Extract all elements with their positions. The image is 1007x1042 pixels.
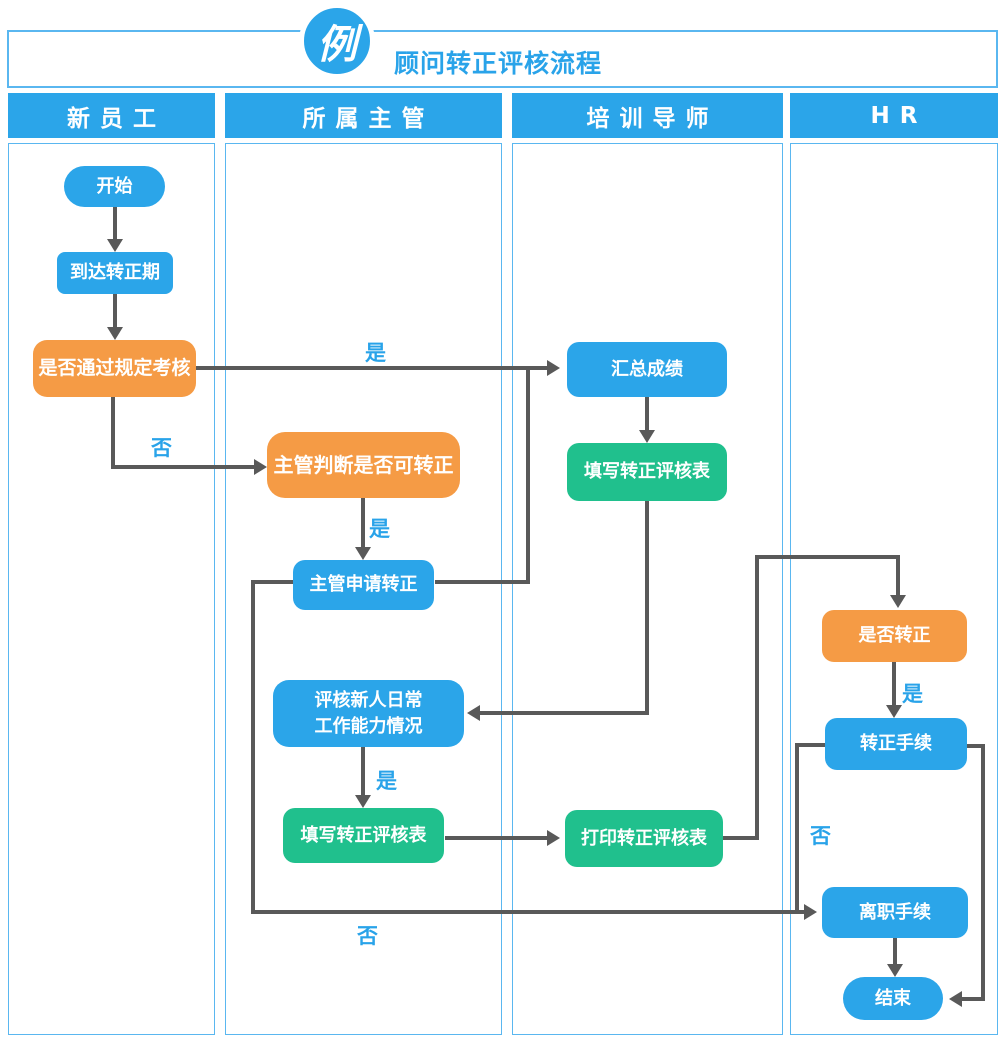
node-confirm-decision: 是否转正 [822, 610, 967, 662]
lane-header-new-employee: 新员工 [8, 93, 215, 138]
edge-label-pass-no: 否 [151, 436, 172, 460]
example-badge: 例 [299, 3, 375, 79]
edge-label-judge-yes: 是 [369, 517, 390, 541]
page-title: 顾问转正评核流程 [394, 49, 603, 78]
node-mentor-fill-form: 填写转正评核表 [567, 443, 727, 501]
node-assess-daily-ability: 评核新人日常 工作能力情况 [273, 680, 464, 747]
title-bar [7, 30, 998, 88]
node-resign-procedure: 离职手续 [822, 887, 968, 938]
node-pass-exam-decision: 是否通过规定考核 [33, 340, 196, 397]
node-supervisor-fill-form: 填写转正评核表 [283, 808, 444, 863]
lane-body-mentor [512, 143, 783, 1035]
edge-label-confirm-yes: 是 [902, 682, 923, 706]
node-supervisor-judge-decision: 主管判断是否可转正 [267, 432, 460, 498]
node-assess-line2: 工作能力情况 [314, 715, 423, 737]
node-start: 开始 [64, 166, 165, 207]
lane-header-mentor: 培训导师 [512, 93, 783, 138]
edge-label-pass-yes: 是 [365, 341, 386, 365]
edge-label-assess-yes: 是 [376, 769, 397, 793]
node-collect-scores: 汇总成绩 [567, 342, 727, 397]
node-regular-procedure: 转正手续 [825, 718, 967, 770]
edge-label-confirm-no: 否 [810, 824, 831, 848]
node-end: 结束 [843, 977, 943, 1020]
node-print-form: 打印转正评核表 [565, 810, 723, 867]
edge-label-apply-no: 否 [357, 924, 378, 948]
node-supervisor-apply: 主管申请转正 [293, 560, 434, 610]
lane-header-supervisor: 所属主管 [225, 93, 502, 138]
node-reach-period: 到达转正期 [57, 252, 173, 294]
example-badge-label: 例 [317, 22, 357, 68]
lane-header-hr: HR [790, 93, 998, 138]
node-assess-line1: 评核新人日常 [314, 690, 423, 712]
